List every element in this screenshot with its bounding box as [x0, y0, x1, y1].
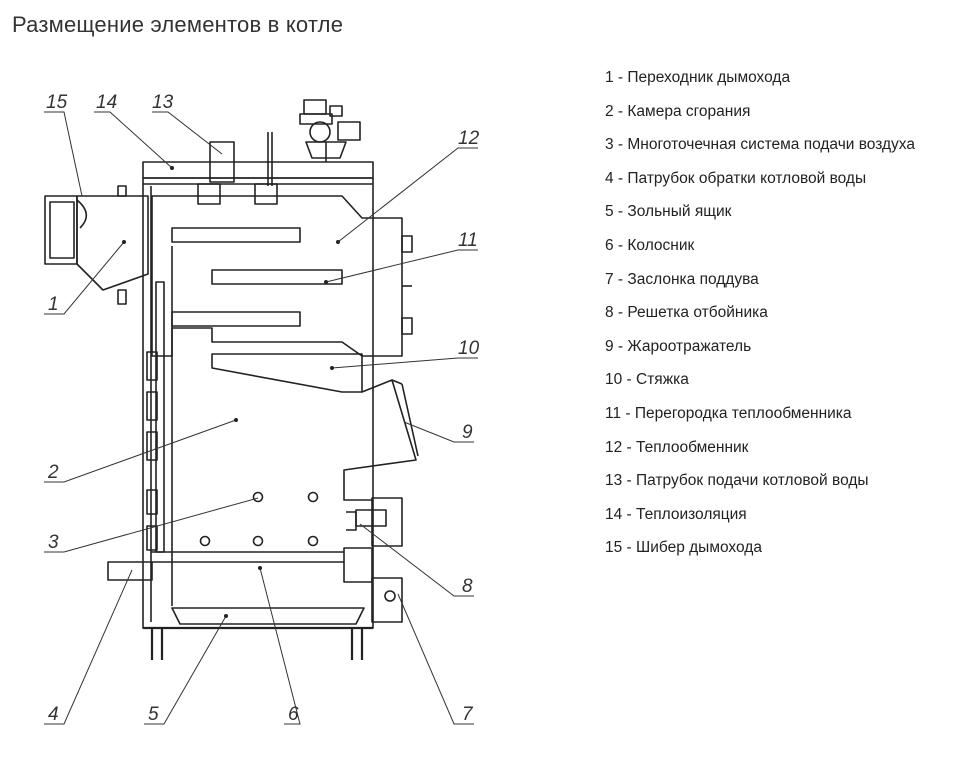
legend-item: 3 - Многоточечная система подачи воздуха: [605, 136, 916, 154]
legend-item: 1 - Переходник дымохода: [605, 69, 791, 86]
callout-15: 15: [46, 92, 68, 113]
legend-item: 7 - Заслонка поддува: [605, 270, 759, 288]
legend-item: 9 - Жароотражатель: [605, 337, 752, 355]
heat-reflector-door: [343, 379, 417, 501]
legend-item: 5 - Зольный ящик: [605, 203, 732, 221]
ash-box: [171, 607, 365, 625]
callout-numbers: 15 14 13 12 11 10 9 8 7 6 5 4 3 2 1: [46, 92, 480, 725]
legend-item: 14 - Теплоизоляция: [605, 505, 747, 523]
legend-item: 15 - Шибер дымохода: [605, 539, 762, 557]
leader-dots: [122, 166, 340, 618]
legend-item: 12 - Теплообменник: [605, 438, 749, 456]
legend-item: 2 - Камера сгорания: [605, 102, 751, 120]
legend-item: 11 - Перегородка теплообменника: [605, 404, 852, 422]
legend-item: 6 - Колосник: [605, 236, 695, 254]
callout-1: 1: [48, 294, 59, 315]
exchanger-baffle: [171, 311, 301, 327]
legend-item: 8 - Решетка отбойника: [605, 304, 768, 322]
legend-item: 13 - Патрубок подачи котловой воды: [605, 472, 869, 490]
safety-valve-group: [299, 99, 361, 162]
callout-9: 9: [462, 422, 473, 443]
heat-exchanger: [151, 195, 403, 357]
legend-item: 4 - Патрубок обратки котловой воды: [605, 169, 867, 187]
exchanger-baffle: [171, 227, 301, 243]
tie-rod: [211, 353, 363, 393]
air-damper: [371, 577, 403, 623]
callout-11: 11: [458, 230, 478, 251]
page-title: Размещение элементов в котле: [12, 12, 344, 37]
callout-leaders: [44, 111, 478, 725]
callout-13: 13: [152, 92, 174, 113]
callout-6: 6: [288, 704, 299, 725]
callout-5: 5: [148, 704, 159, 725]
legend-item: 10 - Стяжка: [605, 371, 689, 389]
callout-7: 7: [462, 704, 474, 725]
top-insulation: [142, 161, 374, 179]
callout-3: 3: [48, 532, 59, 553]
callout-10: 10: [458, 338, 480, 359]
flue-adapter: [44, 185, 149, 305]
boiler-casing: [142, 177, 374, 629]
callout-8: 8: [462, 576, 473, 597]
callout-12: 12: [458, 128, 480, 149]
callout-4: 4: [48, 704, 59, 725]
return-pipe: [107, 561, 153, 581]
deflector-grid: [371, 497, 403, 547]
exchanger-baffle: [211, 269, 343, 285]
boiler-drawing: [44, 99, 419, 660]
callout-2: 2: [47, 462, 59, 483]
supply-pipe: [209, 141, 235, 183]
air-supply-holes: [199, 491, 319, 547]
callout-14: 14: [96, 92, 117, 113]
legend-list: 1 - Переходник дымохода 2 - Камера сгора…: [605, 66, 915, 570]
